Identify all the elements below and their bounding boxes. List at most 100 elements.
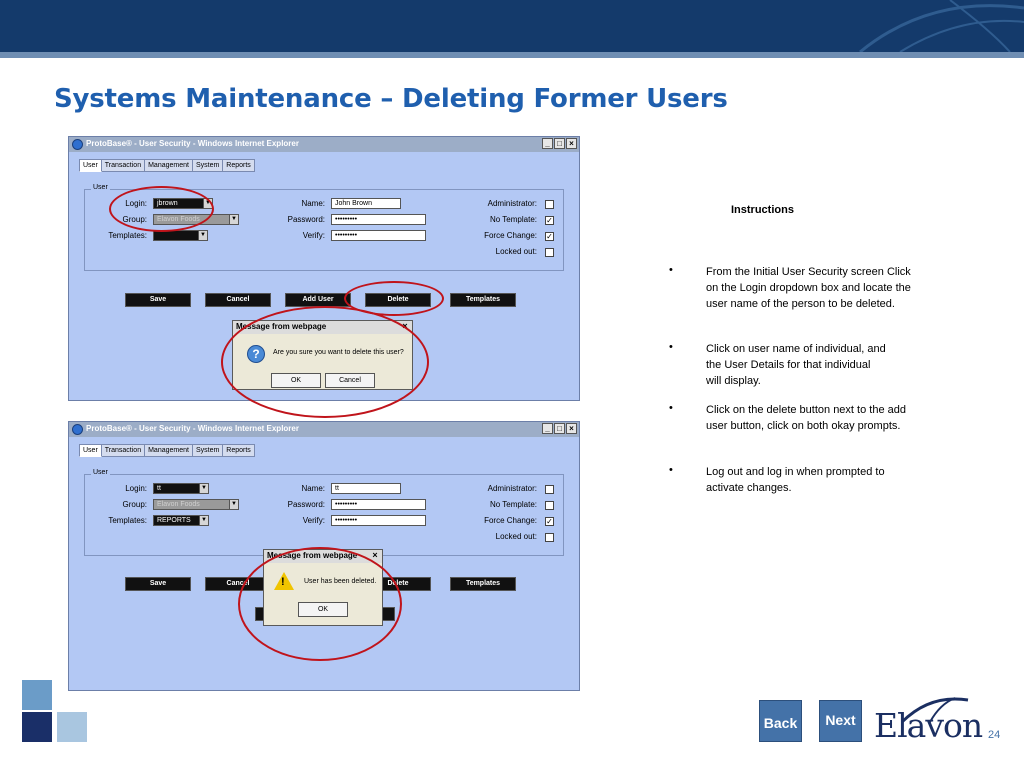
verify-input[interactable]: ••••••••• <box>331 230 426 241</box>
tab-system[interactable]: System <box>192 159 224 172</box>
instruction-item-3: Click on the delete button next to the a… <box>706 404 906 432</box>
name-input[interactable]: tt <box>331 483 401 494</box>
instruction-item-2: Click on user name of individual, and th… <box>706 343 886 387</box>
slide-title: Systems Maintenance – Deleting Former Us… <box>54 84 728 114</box>
instructions-title: Instructions <box>731 204 794 216</box>
tab-bar: User Transaction Management System Repor… <box>79 444 255 457</box>
tab-transaction[interactable]: Transaction <box>101 159 146 172</box>
maximize-button[interactable]: □ <box>554 138 565 149</box>
chevron-down-icon[interactable]: ▼ <box>229 500 238 509</box>
tab-management[interactable]: Management <box>145 444 193 457</box>
tab-reports[interactable]: Reports <box>223 159 255 172</box>
password-input[interactable]: ••••••••• <box>331 214 426 225</box>
top-banner <box>0 0 1024 52</box>
window-titlebar: ProtoBase® - User Security - Windows Int… <box>69 422 579 437</box>
add-user-button[interactable]: Add User <box>285 293 351 307</box>
verify-input[interactable]: ••••••••• <box>331 515 426 526</box>
group-dropdown[interactable]: Elavon Foods ▼ <box>153 499 239 510</box>
templates-dropdown[interactable]: REPORTS ▼ <box>153 515 209 526</box>
back-button[interactable]: Back <box>759 700 802 742</box>
name-label: Name: <box>301 484 325 493</box>
templates-label: Templates: <box>108 516 147 525</box>
name-label: Name: <box>301 199 325 208</box>
maximize-button[interactable]: □ <box>554 423 565 434</box>
verify-label: Verify: <box>302 231 325 240</box>
minimize-button[interactable]: _ <box>542 423 553 434</box>
highlight-confirm-ellipse <box>221 306 429 418</box>
no-template-label: No Template: <box>490 500 537 509</box>
tab-transaction[interactable]: Transaction <box>101 444 146 457</box>
group-label: User <box>91 469 110 476</box>
tab-reports[interactable]: Reports <box>223 444 255 457</box>
tab-bar: User Transaction Management System Repor… <box>79 159 255 172</box>
verify-label: Verify: <box>302 516 325 525</box>
banner-stripe <box>0 52 1024 58</box>
no-template-checkbox[interactable] <box>545 501 554 510</box>
login-value: tt <box>157 485 161 492</box>
chevron-down-icon[interactable]: ▼ <box>199 484 208 493</box>
user-group-box: User Login: jbrown▼ Group: Elavon Foods▼… <box>84 184 564 271</box>
tab-management[interactable]: Management <box>145 159 193 172</box>
group-label: User <box>91 184 110 191</box>
force-change-checkbox[interactable]: ✓ <box>545 517 554 526</box>
save-button[interactable]: Save <box>125 577 191 591</box>
ie-icon <box>72 139 83 150</box>
templates-button[interactable]: Templates <box>450 577 516 591</box>
tab-user[interactable]: User <box>79 159 102 172</box>
no-template-label: No Template: <box>490 215 537 224</box>
bullet-marker: • <box>669 341 673 353</box>
cancel-button[interactable]: Cancel <box>205 293 271 307</box>
chevron-down-icon[interactable]: ▼ <box>198 231 207 240</box>
window-title: ProtoBase® - User Security - Windows Int… <box>86 424 299 433</box>
administrator-label: Administrator: <box>487 484 537 493</box>
decor-square-3 <box>57 712 87 742</box>
no-template-checkbox[interactable]: ✓ <box>545 216 554 225</box>
administrator-label: Administrator: <box>487 199 537 208</box>
ie-icon <box>72 424 83 435</box>
login-label: Login: <box>125 484 147 493</box>
highlight-deleted-ellipse <box>238 547 402 661</box>
locked-out-label: Locked out: <box>495 247 537 256</box>
window-titlebar: ProtoBase® - User Security - Windows Int… <box>69 137 579 152</box>
close-button[interactable]: × <box>566 423 577 434</box>
locked-out-checkbox[interactable] <box>545 533 554 542</box>
administrator-checkbox[interactable] <box>545 485 554 494</box>
window-title: ProtoBase® - User Security - Windows Int… <box>86 139 299 148</box>
password-label: Password: <box>287 215 325 224</box>
close-icon[interactable]: × <box>372 550 378 560</box>
group-value: Elavon Foods <box>157 501 200 508</box>
administrator-checkbox[interactable] <box>545 200 554 209</box>
highlight-delete-ellipse <box>344 281 444 316</box>
templates-value: REPORTS <box>157 517 191 524</box>
chevron-down-icon[interactable]: ▼ <box>199 516 208 525</box>
bullet-marker: • <box>669 264 673 276</box>
name-input[interactable]: John Brown <box>331 198 401 209</box>
locked-out-label: Locked out: <box>495 532 537 541</box>
locked-out-checkbox[interactable] <box>545 248 554 257</box>
highlight-login-ellipse <box>109 186 214 232</box>
decor-square-2 <box>22 712 52 742</box>
force-change-label: Force Change: <box>484 231 537 240</box>
templates-dropdown[interactable]: ▼ <box>153 230 208 241</box>
instruction-item-4: Log out and log in when prompted to acti… <box>706 466 885 494</box>
instruction-item-1: From the Initial User Security screen Cl… <box>706 266 911 310</box>
bullet-marker: • <box>669 402 673 414</box>
close-button[interactable]: × <box>566 138 577 149</box>
next-button[interactable]: Next <box>819 700 862 742</box>
user-group-box: User Login: tt ▼ Group: Elavon Foods ▼ Tem… <box>84 469 564 556</box>
password-input[interactable]: ••••••••• <box>331 499 426 510</box>
password-label: Password: <box>287 500 325 509</box>
decor-square-1 <box>22 680 52 710</box>
tab-system[interactable]: System <box>192 444 224 457</box>
force-change-label: Force Change: <box>484 516 537 525</box>
login-dropdown[interactable]: tt ▼ <box>153 483 209 494</box>
minimize-button[interactable]: _ <box>542 138 553 149</box>
elavon-logo-text: Elavon <box>874 706 983 745</box>
force-change-checkbox[interactable]: ✓ <box>545 232 554 241</box>
save-button[interactable]: Save <box>125 293 191 307</box>
bullet-marker: • <box>669 464 673 476</box>
tab-user[interactable]: User <box>79 444 102 457</box>
chevron-down-icon[interactable]: ▼ <box>229 215 238 224</box>
templates-button[interactable]: Templates <box>450 293 516 307</box>
group-field-label: Group: <box>122 500 147 509</box>
